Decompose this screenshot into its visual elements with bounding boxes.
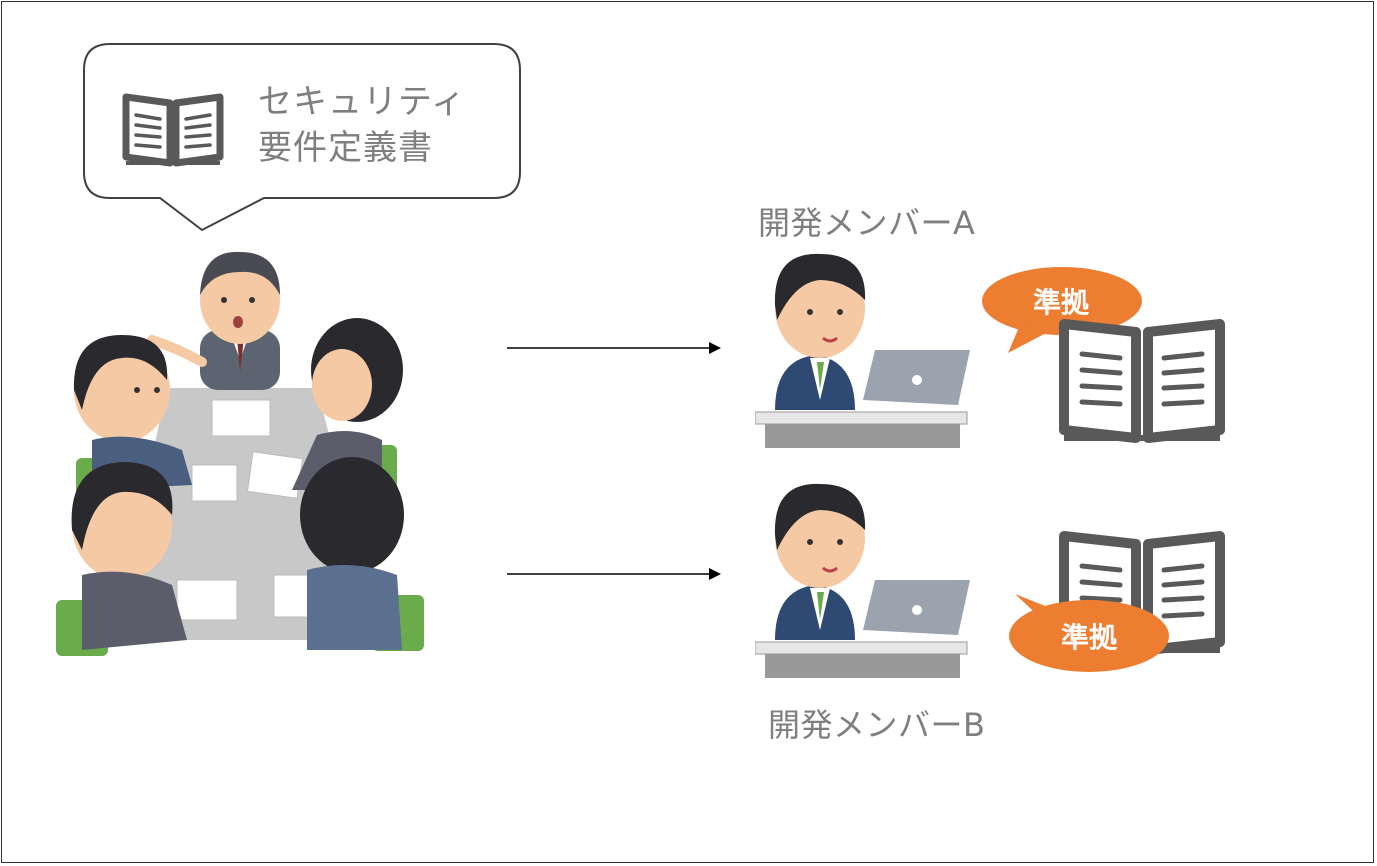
open-book-icon — [122, 93, 224, 167]
speech-bubble — [83, 43, 521, 232]
arrow-to-member-b — [507, 568, 721, 580]
developer-b-illustration — [755, 483, 970, 678]
member-b-label: 開発メンバーB — [768, 706, 986, 744]
arrow-to-member-a — [507, 342, 721, 354]
member-a-callout-text: 準拠 — [1032, 286, 1089, 319]
document-title-line2: 要件定義書 — [258, 128, 433, 168]
member-a-book-icon — [1059, 319, 1225, 443]
member-b-callout-text: 準拠 — [1060, 621, 1117, 654]
member-a-callout: 準拠 — [980, 265, 1142, 355]
developer-a-illustration — [755, 253, 970, 448]
member-b-callout: 準拠 — [1005, 588, 1173, 678]
document-title-line1: セキュリティ — [258, 82, 466, 122]
meeting-group-illustration — [56, 251, 424, 656]
member-a-label: 開発メンバーA — [758, 204, 976, 242]
